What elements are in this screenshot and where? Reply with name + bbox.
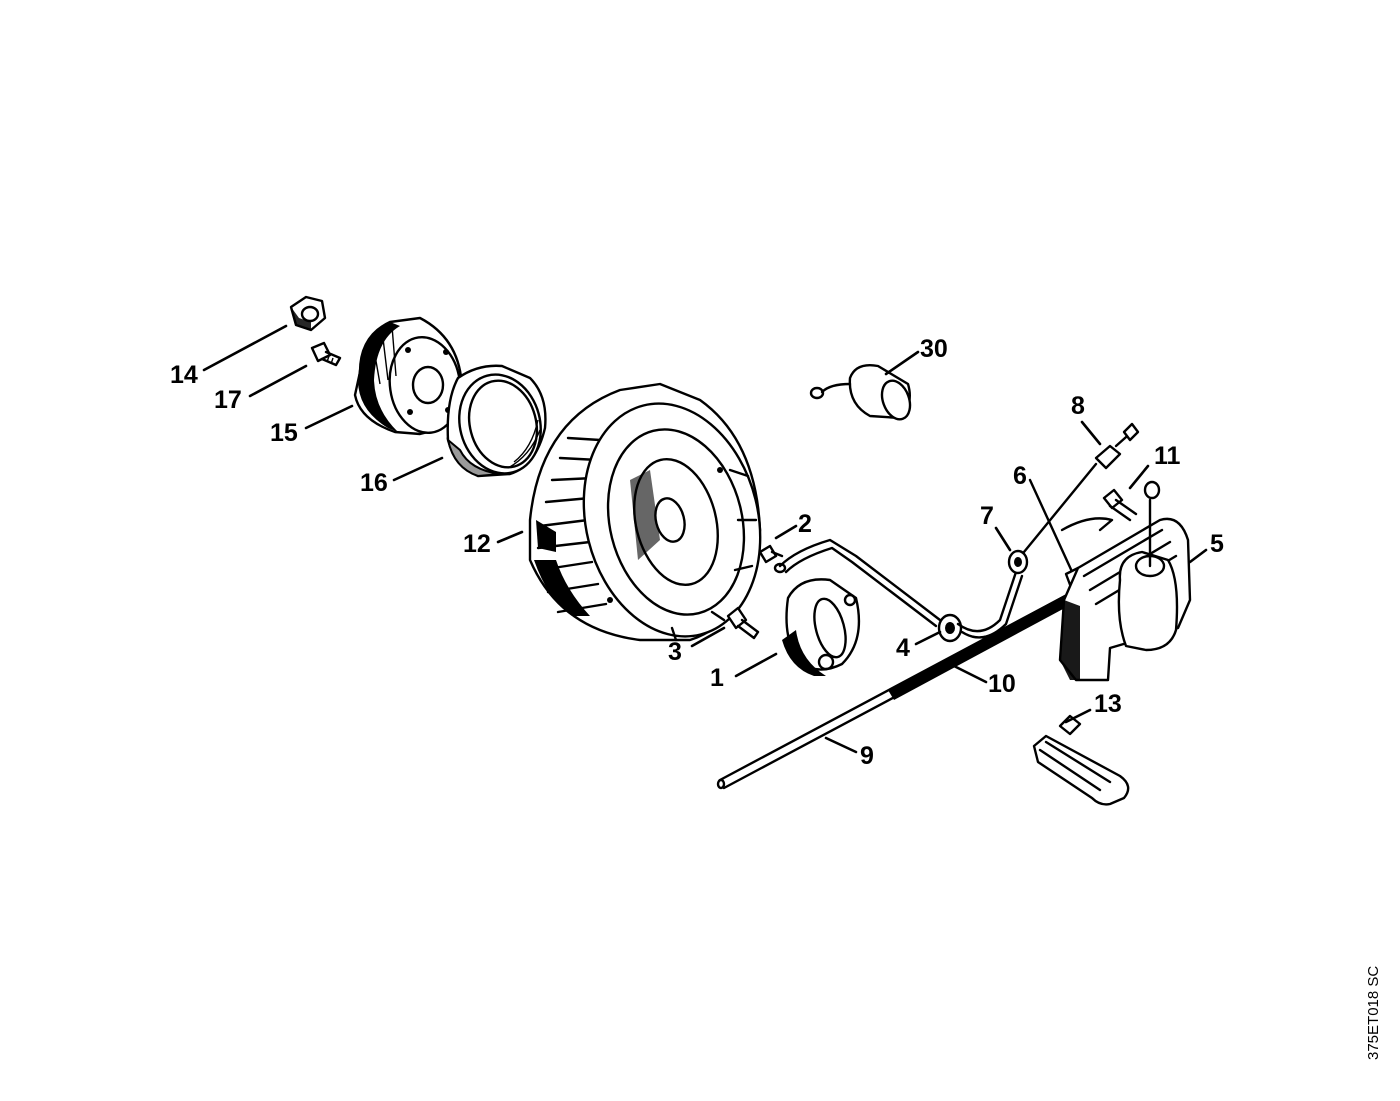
callout-label: 7: [980, 502, 994, 530]
callout-8: 8: [1071, 392, 1102, 446]
part-1-base-plate: [773, 538, 942, 676]
callout-16: 16: [360, 456, 444, 497]
callout-5: 5: [1188, 530, 1224, 564]
callout-label: 8: [1071, 392, 1085, 420]
callout-label: 2: [798, 510, 812, 538]
callout-1: 1: [710, 652, 778, 692]
part-16-ring: [446, 364, 547, 478]
callout-2: 2: [774, 510, 812, 540]
callout-9: 9: [824, 736, 874, 770]
callout-label: 12: [463, 530, 491, 558]
callout-13: 13: [1064, 690, 1122, 724]
callout-6: 6: [1013, 462, 1027, 490]
callout-label: 13: [1094, 690, 1122, 718]
callout-3: 3: [668, 626, 726, 666]
callout-17: 17: [214, 364, 308, 414]
part-8-terminal: [1094, 422, 1140, 470]
part-7-grommet: [956, 462, 1098, 639]
part-3-screw: [726, 606, 760, 640]
part-30-capacitor: [809, 364, 912, 421]
callout-label: 5: [1210, 530, 1224, 558]
callout-label: 11: [1154, 442, 1181, 470]
callout-label: 1: [710, 664, 724, 692]
callout-11: 11: [1128, 442, 1181, 490]
part-14-nut: [289, 295, 327, 332]
part-15-hub: [353, 316, 464, 436]
callout-12: 12: [463, 530, 524, 558]
part-13-spark-plug-boot: [1032, 714, 1130, 806]
part-17-screw: [310, 341, 342, 367]
callout-label: 9: [860, 742, 874, 770]
part-2-screw: [758, 544, 784, 564]
part-4-grommet: [937, 613, 963, 643]
part-10-sleeve: [888, 592, 1076, 700]
callout-4: 4: [896, 630, 942, 662]
part-5-ignition-coil: [1058, 480, 1192, 682]
callout-label: 30: [920, 335, 948, 363]
part-11-clip: [1060, 488, 1138, 532]
callout-label: 14: [170, 361, 198, 389]
callout-label: 4: [896, 634, 910, 662]
callout-14: 14: [170, 324, 288, 389]
callout-30: 30: [884, 335, 948, 376]
drawing-code: 375ET018 SC: [1365, 965, 1382, 1060]
callout-label: 16: [360, 469, 388, 497]
callout-label: 3: [668, 638, 682, 666]
callout-label: 15: [270, 419, 298, 447]
callout-label: 17: [214, 386, 242, 414]
callout-label: 6: [1013, 462, 1027, 490]
part-12-flywheel: [528, 382, 762, 642]
callout-15: 15: [270, 404, 354, 447]
callout-label: 10: [988, 670, 1016, 698]
callout-7: 7: [980, 502, 1012, 552]
callout-10: 10: [952, 664, 1016, 698]
